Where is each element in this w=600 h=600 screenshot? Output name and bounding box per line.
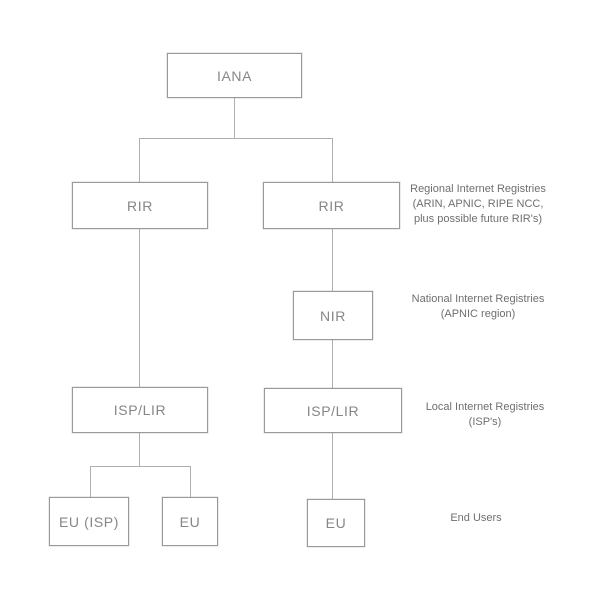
node-isp-lir-right: ISP/LIR bbox=[264, 388, 402, 433]
node-eu-right-label: EU bbox=[325, 515, 347, 531]
node-iana: IANA bbox=[167, 53, 302, 98]
node-isp-lir-left-label: ISP/LIR bbox=[113, 402, 167, 418]
node-eu-right: EU bbox=[307, 499, 365, 547]
annotation-line: Regional Internet Registries bbox=[410, 183, 546, 195]
connector-line bbox=[332, 340, 333, 388]
node-rir-left: RIR bbox=[72, 182, 208, 229]
connector-line bbox=[90, 466, 91, 497]
annotation-line: (ISP's) bbox=[468, 416, 502, 428]
node-eu-isp-label: EU (ISP) bbox=[58, 513, 120, 530]
node-iana-label: IANA bbox=[216, 67, 253, 84]
annotation-line: Local Internet Registries bbox=[425, 401, 545, 413]
annotation-local-internet-registries: Local Internet Registries (ISP's) bbox=[400, 400, 570, 430]
node-rir-right-label: RIR bbox=[318, 197, 345, 214]
connector-line bbox=[139, 138, 333, 139]
node-isp-lir-left: ISP/LIR bbox=[72, 387, 208, 433]
connector-line bbox=[139, 229, 140, 387]
connector-line bbox=[234, 98, 235, 138]
node-nir-label: NIR bbox=[320, 307, 346, 324]
node-eu-left-label: EU bbox=[179, 513, 201, 530]
connector-line bbox=[90, 466, 191, 467]
connector-line bbox=[139, 433, 140, 466]
node-isp-lir-right-label: ISP/LIR bbox=[306, 402, 360, 419]
annotation-national-internet-registries: National Internet Registries (APNIC regi… bbox=[393, 292, 563, 322]
annotation-end-users: End Users bbox=[391, 511, 561, 526]
node-nir: NIR bbox=[293, 291, 373, 340]
node-eu-left: EU bbox=[162, 497, 218, 546]
annotation-line: plus possible future RIR's) bbox=[413, 213, 543, 225]
annotation-line: (ARIN, APNIC, RIPE NCC, bbox=[412, 198, 544, 210]
connector-line bbox=[332, 229, 333, 291]
annotation-line: (APNIC region) bbox=[440, 308, 516, 320]
connector-line bbox=[332, 433, 333, 499]
annotation-line: End Users bbox=[450, 512, 502, 524]
connector-line bbox=[332, 138, 333, 182]
node-rir-left-label: RIR bbox=[127, 197, 153, 214]
connector-line bbox=[190, 466, 191, 497]
annotation-line: National Internet Registries bbox=[411, 293, 545, 305]
node-eu-isp: EU (ISP) bbox=[49, 497, 129, 546]
annotation-regional-internet-registries: Regional Internet Registries (ARIN, APNI… bbox=[393, 182, 563, 227]
node-rir-right: RIR bbox=[263, 182, 400, 229]
connector-line bbox=[139, 138, 140, 182]
